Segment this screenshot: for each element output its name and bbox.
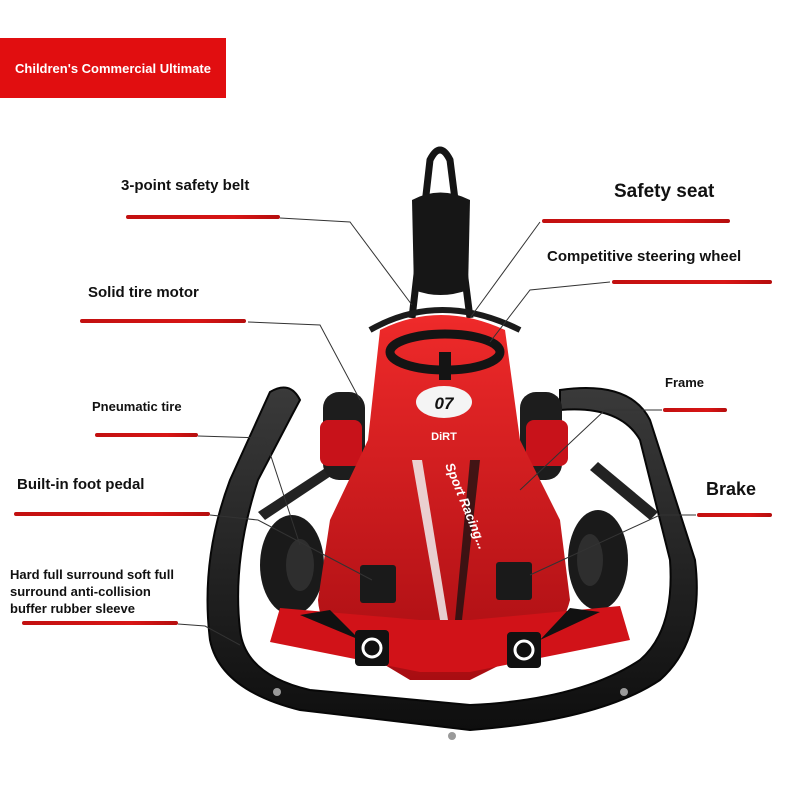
rear-fender-left: [320, 420, 362, 466]
frame-rail-left: [258, 465, 340, 520]
title-banner: Children's Commercial Ultimate: [0, 38, 226, 98]
bumper-rivet: [620, 688, 628, 696]
kart-brand: DiRT: [431, 431, 457, 443]
front-logo-left: [355, 630, 389, 666]
seat-rail: [368, 307, 522, 333]
frame-rail-right: [590, 462, 658, 520]
leader-line-brake: [529, 514, 696, 576]
underline-frame: [663, 408, 727, 412]
banner-text: Children's Commercial Ultimate: [15, 60, 211, 76]
steering-column: [439, 352, 451, 380]
wing-decal: [300, 610, 360, 640]
front-logo-right-mark: [513, 639, 535, 661]
label-steering-wheel: Competitive steering wheel: [547, 248, 742, 265]
surround-bumper: [206, 386, 698, 732]
front-logo-left-mark: [361, 637, 383, 659]
wing-decal: [540, 608, 600, 640]
label-bumper-line3: buffer rubber sleeve: [10, 601, 135, 616]
nose-stripe: [412, 460, 448, 620]
underline-steering-wheel: [612, 280, 772, 284]
leader-line-bumper: [177, 623, 241, 646]
underline-bumper: [22, 621, 178, 625]
underline-pneumatic-tire: [95, 433, 198, 437]
foot-pedal-left: [360, 565, 396, 603]
underline-foot-pedal: [14, 512, 210, 516]
leader-line-steering-wheel: [489, 281, 611, 343]
nose-stripe: [455, 460, 480, 620]
leader-line-motor: [247, 321, 361, 401]
label-brake: Brake: [706, 479, 757, 499]
label-bumper-line1: Hard full surround soft full: [10, 567, 174, 582]
bumper-rivet: [448, 732, 456, 740]
leader-line-safety-seat: [469, 221, 541, 319]
label-frame: Frame: [665, 375, 705, 390]
kart-number: 07: [435, 394, 455, 413]
roll-bar: [408, 146, 474, 319]
front-logo-right: [507, 632, 541, 668]
leader-line-pneumatic-tire: [197, 435, 301, 546]
label-bumper-line2: surround anti-collision: [10, 584, 151, 599]
underline-brake: [697, 513, 772, 517]
label-bumper: Hard full surround soft full surround an…: [10, 566, 210, 617]
front-hub-left: [286, 539, 314, 591]
label-foot-pedal: Built-in foot pedal: [17, 476, 145, 493]
label-safety-seat: Safety seat: [614, 181, 715, 202]
underline-safety-seat: [542, 219, 730, 223]
label-pneumatic-tire: Pneumatic tire: [92, 399, 182, 414]
leader-line-safety-belt: [279, 217, 413, 306]
rear-fender-right: [526, 420, 568, 466]
number-plate: [416, 386, 472, 418]
leader-line-frame: [519, 409, 662, 491]
underline-motor: [80, 319, 246, 323]
leader-line-foot-pedal: [209, 514, 373, 581]
seat-back: [412, 192, 470, 295]
front-hub-right: [577, 534, 603, 586]
foot-pedal-right: [496, 562, 532, 600]
underline-safety-belt: [126, 215, 280, 219]
label-safety-belt: 3-point safety belt: [121, 177, 250, 194]
label-motor: Solid tire motor: [88, 284, 199, 301]
bumper-rivet: [273, 688, 281, 696]
